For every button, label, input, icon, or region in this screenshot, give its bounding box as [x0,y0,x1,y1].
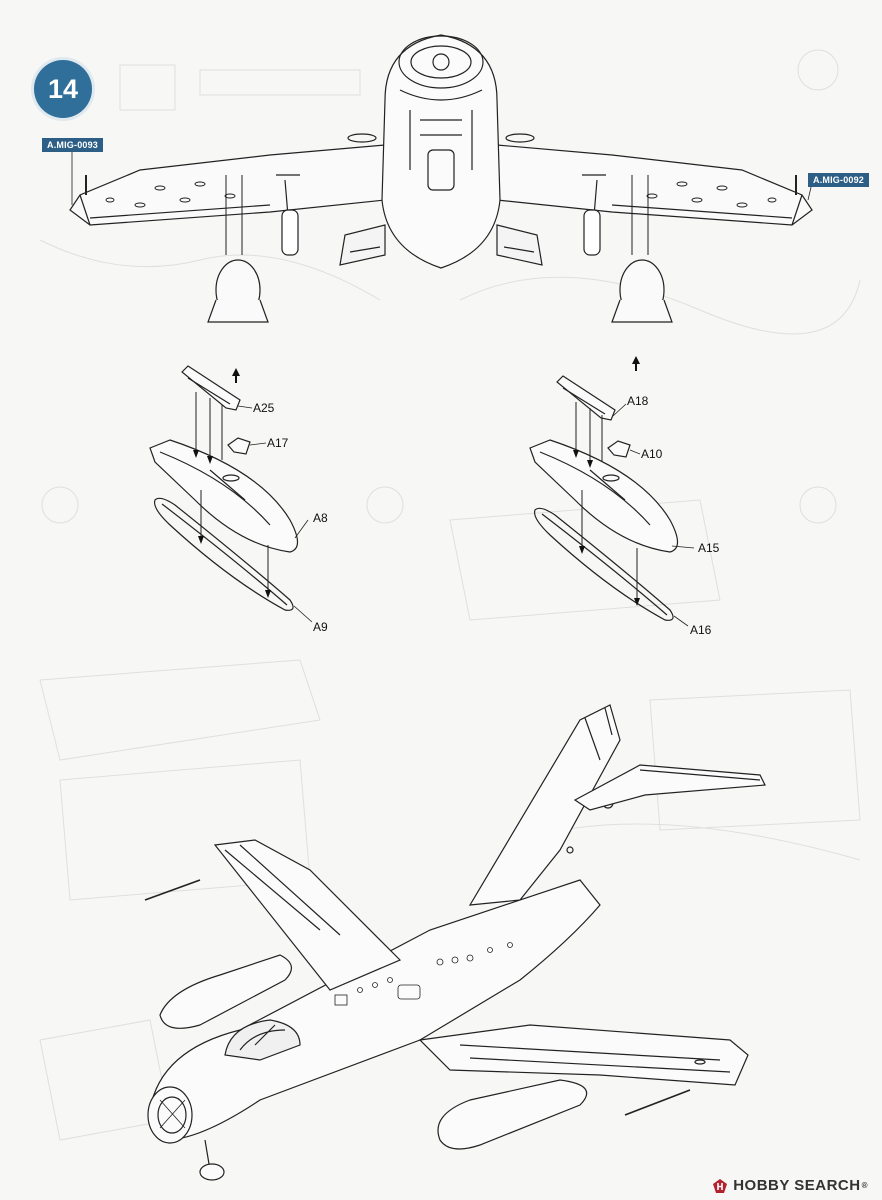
pylon-a18 [556,375,616,421]
far-drop-tank [159,954,292,1029]
part-label-a25: A25 [253,401,275,415]
fairing-a9 [153,497,294,611]
ref-tag-left: A.MIG-0093 [42,138,104,152]
step-number-badge: 14 [34,60,92,118]
left-main-gear [276,174,300,256]
watermark-text: HOBBY SEARCH [733,1177,861,1194]
step-number: 14 [47,73,79,104]
near-drop-tank [437,1079,588,1150]
clamp-a10 [607,440,631,458]
right-tank-assembly [529,375,695,627]
pylon-a25 [181,365,241,411]
fuselage [381,34,501,269]
left-wing [69,144,386,226]
aircraft-underside-view [69,34,813,269]
aircraft-perspective-view [144,704,766,1181]
tank-a8 [149,439,299,553]
watermark-registered-mark: ® [861,1181,868,1190]
hobbysearch-logo-icon [713,1178,728,1193]
part-label-a16: A16 [690,623,712,637]
right-wing [496,144,813,226]
part-label-a18: A18 [627,394,649,408]
part-label-a8: A8 [313,511,328,525]
far-wing [213,839,402,991]
right-main-gear [582,174,606,256]
up-arrow-icon [632,356,640,371]
tank-a15 [529,439,679,553]
horizontal-stabilizer [573,764,766,811]
watermark: HOBBY SEARCH ® [712,1177,868,1194]
fairing-a16 [533,507,674,621]
left-drop-tank-top [207,175,269,323]
clamp-a17 [227,437,251,455]
ref-tag-right: A.MIG-0092 [808,173,870,187]
up-arrow-icon [232,368,240,383]
near-wing [418,1024,749,1086]
right-drop-tank-top [611,175,673,323]
part-label-a9: A9 [313,620,328,634]
part-label-a17: A17 [267,436,289,450]
left-tank-assembly [149,365,313,623]
part-label-a15: A15 [698,541,720,555]
part-label-a10: A10 [641,447,663,461]
fuselage-side [149,879,601,1141]
